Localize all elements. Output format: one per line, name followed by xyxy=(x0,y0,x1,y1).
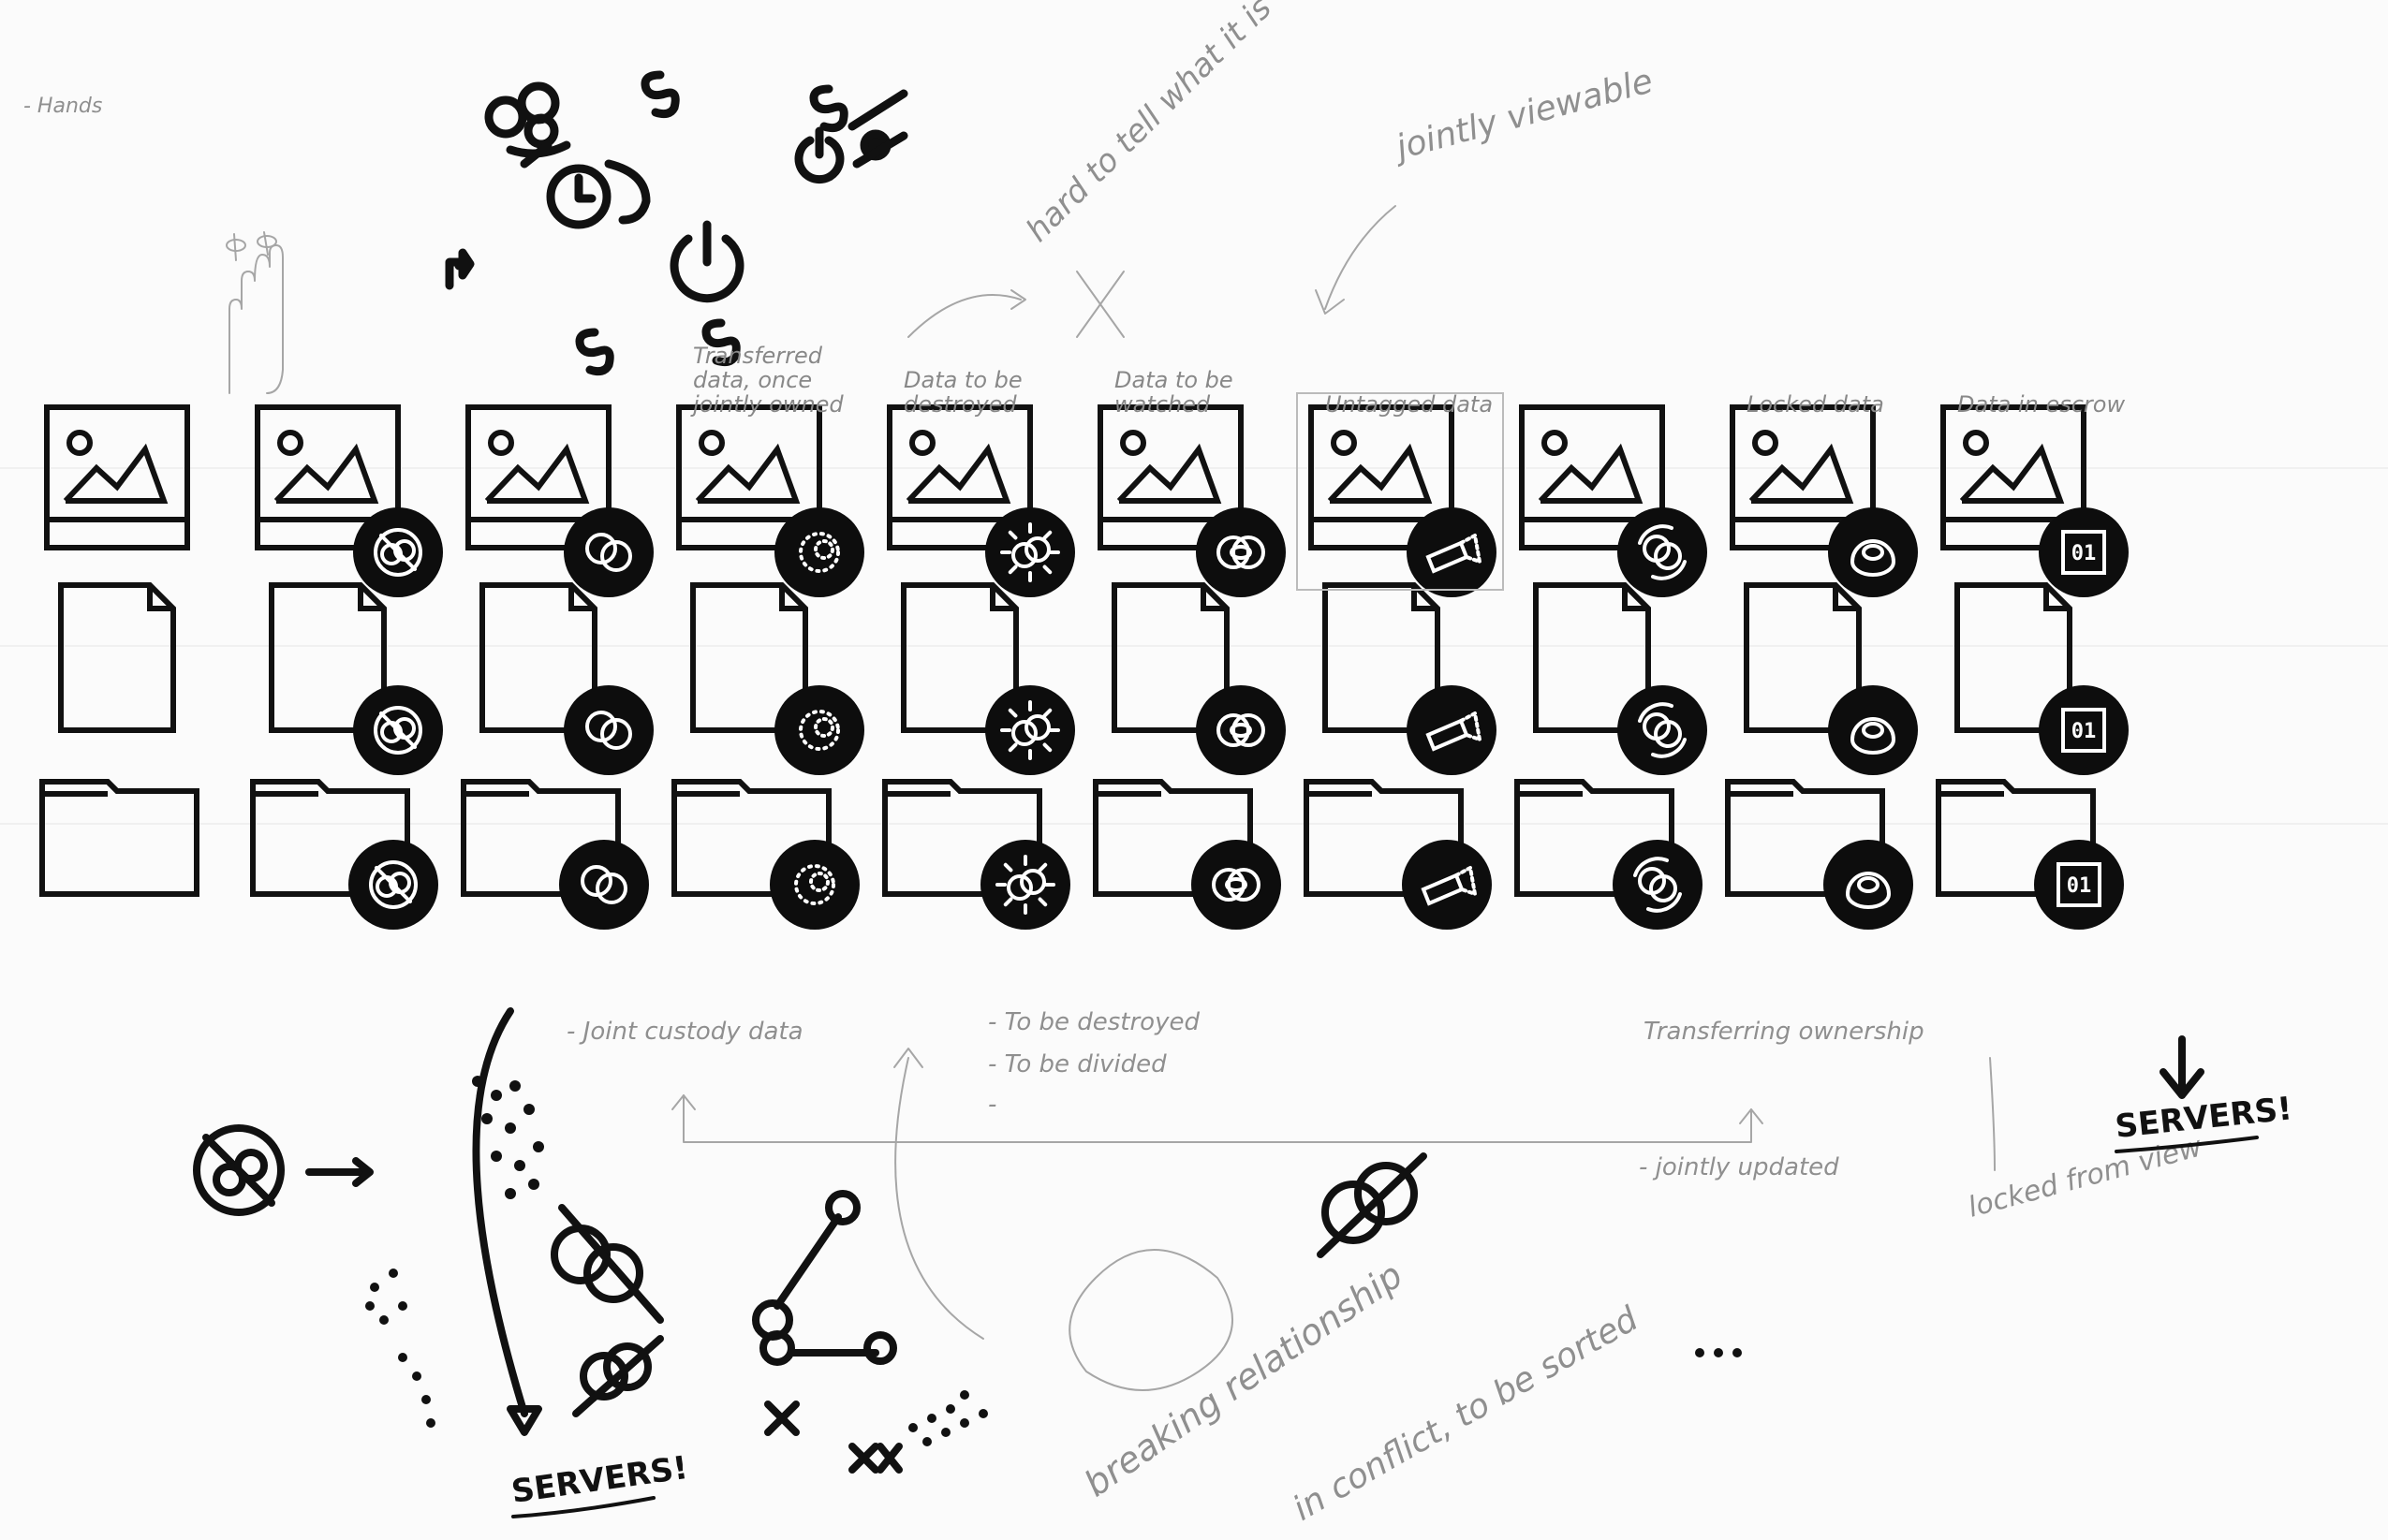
untag-badge-icon xyxy=(1407,507,1496,597)
image-icon xyxy=(1308,404,1496,597)
lock-eye-badge-icon xyxy=(1823,840,1913,930)
lock-eye-badge-icon xyxy=(1828,685,1918,775)
dotted-link-badge-icon xyxy=(774,507,864,597)
pencil-notes-bottom: - Joint custody data - To be destroyed -… xyxy=(567,1008,2205,1529)
folder-icon xyxy=(1725,779,1913,930)
highlight-box xyxy=(1296,392,1504,591)
image-icon xyxy=(1730,404,1918,597)
document-icon xyxy=(901,582,1075,775)
link-badge-icon xyxy=(564,685,654,775)
image-icon xyxy=(1098,404,1286,597)
note-joint-custody: - Joint custody data xyxy=(567,1018,803,1046)
eye-link-badge-icon xyxy=(1196,507,1286,597)
document-icon xyxy=(1533,582,1707,775)
image-icon xyxy=(465,404,654,597)
note-to-be-destroyed: - To be destroyed xyxy=(988,1008,1200,1036)
note-hands: - Hands xyxy=(23,95,102,118)
column-caption: Untagged data xyxy=(1325,391,1493,418)
folder-icon xyxy=(671,779,860,930)
doodle-cluster xyxy=(445,70,908,376)
note-jointly-updated: - jointly updated xyxy=(1639,1153,1839,1181)
note-jointly-viewable: jointly viewable xyxy=(1388,62,1658,169)
safe-badge-icon: 01 xyxy=(2039,507,2129,597)
eye-link-badge-icon xyxy=(1191,840,1281,930)
doodles-bottom xyxy=(193,1007,2204,1474)
safe-badge-icon: 01 xyxy=(2039,685,2129,775)
image-icon: 01 xyxy=(1940,404,2129,597)
hand-sketch xyxy=(226,231,284,394)
safe-label: 01 xyxy=(2071,542,2097,565)
dotted-link-badge-icon xyxy=(774,685,864,775)
safe-badge-icon: 01 xyxy=(2034,840,2124,930)
cycle-link-badge-icon xyxy=(1613,840,1703,930)
untag-badge-icon xyxy=(1402,840,1492,930)
note-dash: - xyxy=(988,1091,996,1119)
icon-grid: 01 01 01 xyxy=(39,392,2129,930)
note-servers-left: SERVERS! xyxy=(509,1449,690,1511)
column-caption: Locked data xyxy=(1747,391,1884,418)
note-transferring-ownership: Transferring ownership xyxy=(1644,1018,1924,1046)
folder-icon xyxy=(461,779,649,930)
image-icon xyxy=(44,404,190,550)
crossed-link-badge-icon xyxy=(348,840,438,930)
safe-label: 01 xyxy=(2067,874,2092,898)
image-icon xyxy=(676,404,864,597)
dotted-link-badge-icon xyxy=(770,840,860,930)
note-hard-to-tell: hard to tell what it is xyxy=(1019,0,1279,249)
cycle-link-badge-icon xyxy=(1617,507,1707,597)
broken-link-badge-icon xyxy=(985,685,1075,775)
document-icon xyxy=(58,582,176,733)
note-to-be-divided: - To be divided xyxy=(988,1050,1167,1078)
note-locked-from-view: locked from view xyxy=(1965,1130,2205,1224)
link-badge-icon xyxy=(564,507,654,597)
untag-badge-icon xyxy=(1407,685,1496,775)
document-icon xyxy=(479,582,654,775)
folder-icon xyxy=(1514,779,1703,930)
document-icon xyxy=(1112,582,1286,775)
folder-icon xyxy=(250,779,438,930)
document-icon: 01 xyxy=(1954,582,2129,775)
link-badge-icon xyxy=(559,840,649,930)
folder-icon xyxy=(1093,779,1281,930)
column-caption: Data in escrow xyxy=(1957,391,2125,418)
crossed-link-badge-icon xyxy=(353,685,443,775)
folder-icon xyxy=(882,779,1070,930)
document-icon xyxy=(269,582,443,775)
document-icon xyxy=(690,582,864,775)
lock-eye-badge-icon xyxy=(1828,507,1918,597)
document-icon xyxy=(1744,582,1918,775)
eye-link-badge-icon xyxy=(1196,685,1286,775)
broken-link-badge-icon xyxy=(980,840,1070,930)
safe-label: 01 xyxy=(2071,720,2097,743)
document-icon xyxy=(1322,582,1496,775)
broken-link-badge-icon xyxy=(985,507,1075,597)
dot-patterns xyxy=(365,1076,1742,1446)
cycle-link-badge-icon xyxy=(1617,685,1707,775)
folder-icon xyxy=(39,779,199,897)
folder-icon: 01 xyxy=(1936,779,2124,930)
image-icon xyxy=(1519,404,1707,597)
image-icon xyxy=(255,404,443,597)
pencil-notes-top: hard to tell what it is jointly viewable xyxy=(907,0,1658,338)
image-icon xyxy=(887,404,1075,597)
note-servers-right: SERVERS! xyxy=(2114,1090,2294,1146)
crossed-link-badge-icon xyxy=(353,507,443,597)
folder-icon xyxy=(1304,779,1492,930)
